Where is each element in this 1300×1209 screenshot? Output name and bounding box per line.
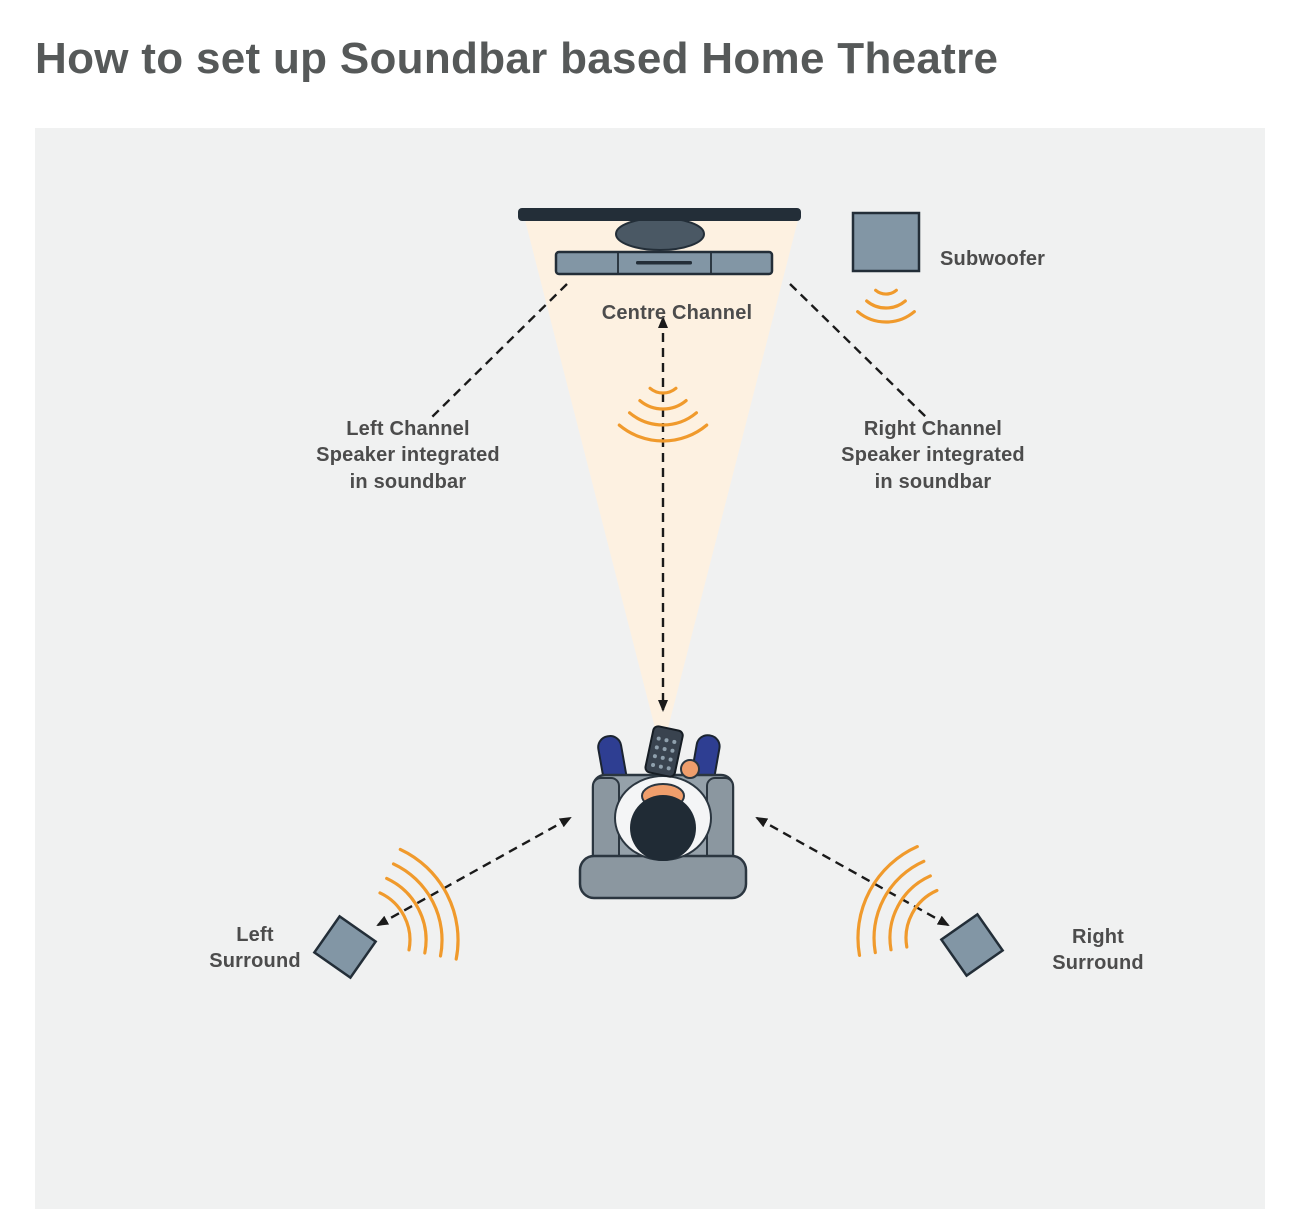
- remote-control: [644, 725, 684, 778]
- left-surround-speaker: [312, 914, 378, 980]
- diagram-panel: Centre Channel Subwoofer Left Channel Sp…: [35, 128, 1265, 1209]
- right-surround-arrow: [755, 816, 950, 927]
- page-title: How to set up Soundbar based Home Theatr…: [35, 34, 999, 83]
- soundbar: [554, 250, 774, 276]
- centre-channel-label: Centre Channel: [601, 302, 753, 324]
- right-surround-label: Right Surround: [1052, 926, 1144, 975]
- right-channel-label: Right Channel Speaker integrated in soun…: [841, 418, 1025, 493]
- subwoofer-label: Subwoofer: [940, 248, 1046, 270]
- right-surround-speaker: [939, 912, 1005, 978]
- right-channel-pointer-line: [789, 283, 927, 418]
- left-channel-label: Left Channel Speaker integrated in sound…: [316, 418, 500, 493]
- centre-channel-sound-waves: [617, 386, 709, 443]
- subwoofer-sound-waves: [856, 288, 916, 324]
- right-surround-sound-waves: [856, 845, 939, 957]
- left-surround-sound-waves: [378, 847, 460, 961]
- subwoofer-box: [851, 211, 921, 273]
- tv-top-view: [518, 208, 801, 251]
- viewer-person: [578, 725, 748, 900]
- left-channel-pointer-line: [431, 283, 568, 418]
- sofa-backrest: [578, 854, 748, 900]
- left-surround-arrow: [376, 816, 572, 927]
- left-surround-label: Left Surround: [209, 924, 301, 973]
- home-theatre-diagram: [312, 208, 1005, 980]
- light-cone: [525, 220, 798, 728]
